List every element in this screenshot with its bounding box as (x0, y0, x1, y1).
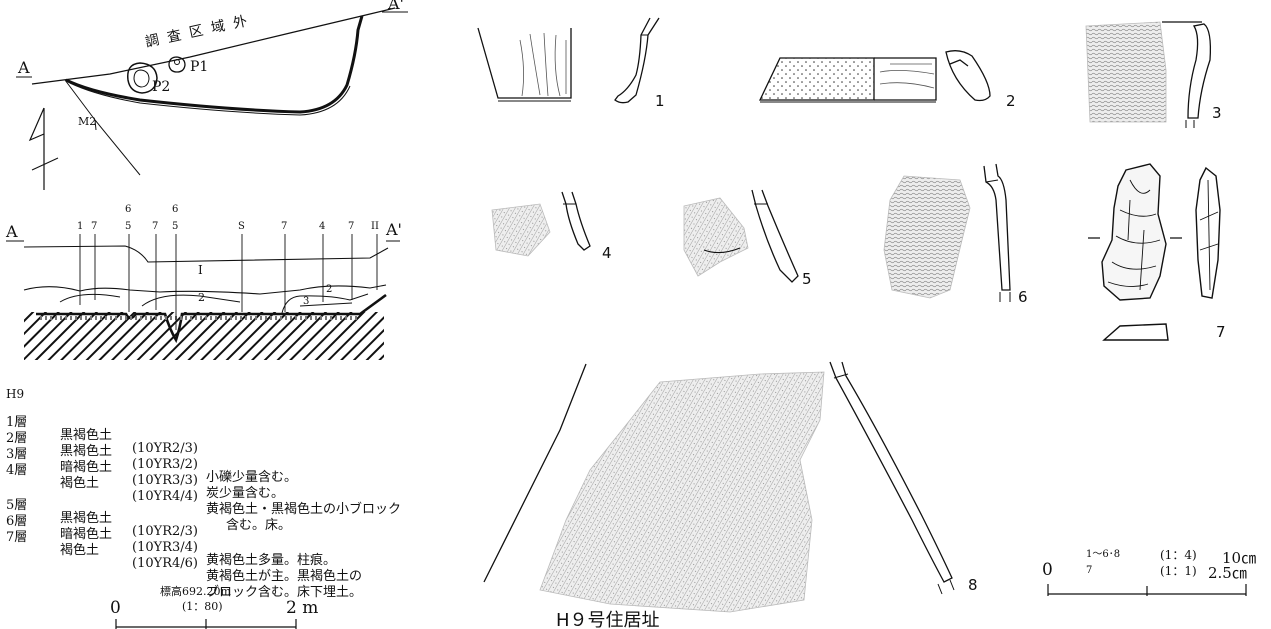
scale-bar-right (1047, 584, 1247, 596)
artifact-5 (683, 189, 799, 283)
artifact-1 (477, 17, 660, 104)
scale-items-b: 7 (1086, 565, 1093, 576)
section-point-a-prime: A' (386, 220, 402, 239)
artifact-number: 6 (1018, 288, 1028, 306)
artifact-2 (758, 50, 991, 103)
pit-p1-label: P1 (190, 59, 209, 75)
section-point-a: A (6, 222, 18, 241)
section-top-label: 5 (125, 221, 132, 232)
scale-max: 2 m (286, 598, 319, 618)
section-top-label-high: 6 (125, 204, 132, 215)
pit-p2-label: P2 (152, 79, 171, 95)
legend-title: H9 (6, 387, 25, 401)
scale-ratio: (1：80) (182, 600, 223, 613)
legend-row: ブロック含む。床下埋土。 (206, 585, 363, 600)
legend-row: 7層 褐色土 (10YR4/6) 黄褐色土が主。黒褐色土の (6, 530, 363, 584)
legend-row: 含む。床。 (226, 518, 292, 533)
section-top-label: 7 (91, 221, 98, 232)
section-top-label: 7 (152, 221, 159, 232)
legend-row: 4層 褐色土 (10YR4/4) 黄褐色土・黒褐色土の小ブロック (6, 463, 402, 517)
plan-view (16, 7, 408, 190)
artifact-number: 8 (968, 576, 978, 594)
legend-row: 3層 暗褐色土 (10YR3/3) 炭少量含む。 (6, 447, 285, 501)
legend-row: 1層 黒褐色土 (10YR2/3) (6, 415, 198, 456)
section-top-label: 1 (77, 221, 84, 232)
section-top-label: 4 (319, 221, 326, 232)
layer-label: 2 (198, 291, 205, 304)
legend-row: 6層 暗褐色土 (10YR3/4) 黄褐色土多量。柱痕。 (6, 514, 337, 568)
section-top-label-high: 6 (172, 204, 179, 215)
artifact-7 (1088, 163, 1221, 341)
artifact-number: 5 (802, 270, 812, 288)
artifact-number: 7 (1216, 323, 1226, 341)
artifact-3 (1085, 21, 1212, 128)
scale-right-zero: 0 (1042, 560, 1053, 580)
artifact-number: 4 (602, 244, 612, 262)
plan-point-a: A (18, 58, 30, 77)
layer-label: 3 (303, 296, 310, 307)
artifact-6 (883, 163, 1011, 302)
layer-label: I (198, 263, 203, 277)
layer-label: 2 (326, 284, 333, 295)
section-top-label: 5 (172, 221, 179, 232)
plan-point-a-prime: A' (388, 0, 404, 13)
scale-items-a: 1〜6･8 (1086, 549, 1121, 560)
section-top-label: 7 (348, 221, 355, 232)
legend-row: 2層 黒褐色土 (10YR3/2) 小礫少量含む。 (6, 431, 298, 485)
artifact-number: 2 (1006, 92, 1016, 110)
legend-row: 5層 黒褐色土 (10YR2/3) (6, 498, 198, 539)
scale-max-b: 2.5㎝ (1208, 564, 1247, 582)
marker-m2-label: M2 (78, 115, 97, 128)
section-top-label: S (238, 221, 245, 232)
artifact-number: 1 (655, 92, 665, 110)
scale-elevation: 標高692.20m (160, 585, 231, 598)
artifact-number: 3 (1212, 104, 1222, 122)
artifact-4 (491, 191, 591, 257)
section-view (6, 234, 400, 360)
scale-ratio-b: (1：1) (1160, 564, 1197, 578)
figure-caption: H９号住居址 (556, 610, 660, 629)
scale-ratio-a: (1：4) (1160, 548, 1197, 562)
scale-zero: 0 (110, 598, 121, 618)
section-top-label: 7 (281, 221, 288, 232)
section-top-label: II (371, 221, 379, 232)
artifact-8 (483, 361, 955, 613)
scale-bar-left (115, 619, 297, 629)
scale-max-a: 10㎝ (1222, 549, 1257, 567)
